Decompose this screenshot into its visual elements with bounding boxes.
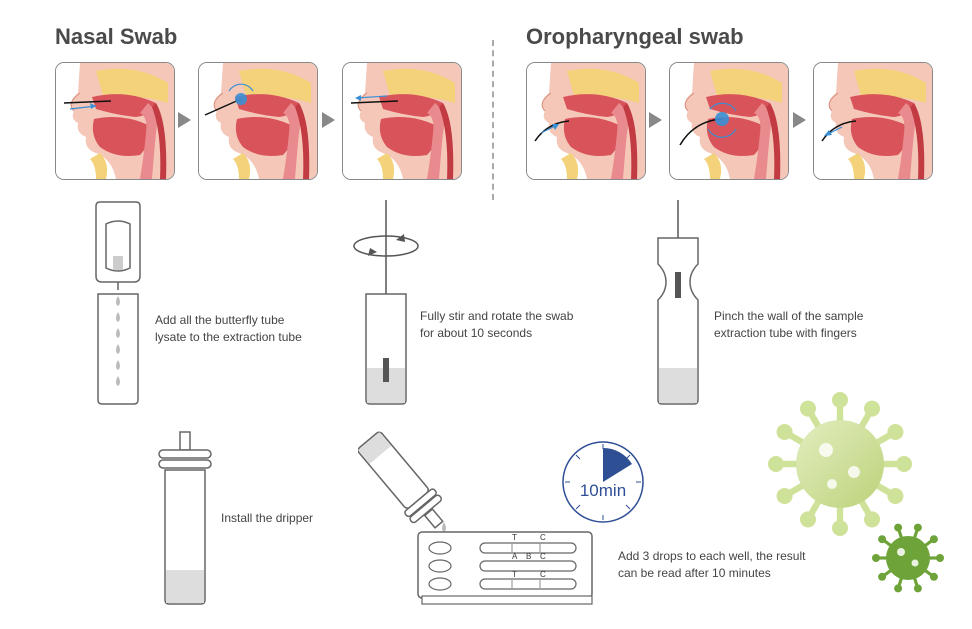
stir-swab-illustration xyxy=(353,200,419,405)
oro-step-1-illustration xyxy=(526,62,646,180)
step-arrow-icon xyxy=(322,112,335,128)
virus-icon xyxy=(872,523,944,593)
cassette-label-t3: T xyxy=(512,570,517,579)
test-cassette-illustration: C T C B A C T xyxy=(417,531,593,605)
butterfly-tube-illustration xyxy=(95,201,141,405)
cassette-label-a2: A xyxy=(512,552,518,561)
dripper-caption: Install the dripper xyxy=(221,511,314,525)
pinch-tube-illustration xyxy=(657,200,699,405)
nasal-swab-heading: Nasal Swab xyxy=(55,24,178,49)
section-divider xyxy=(492,40,494,200)
nasal-step-3-illustration xyxy=(342,62,462,180)
cassette-label-c2: C xyxy=(540,552,546,561)
virus-icon xyxy=(768,392,912,536)
cassette-label-t1: T xyxy=(512,533,517,542)
oropharyngeal-swab-heading: Oropharyngeal swab xyxy=(526,24,744,49)
oro-step-3-illustration xyxy=(813,62,933,180)
result-caption: Add 3 drops to each well, the result can… xyxy=(618,549,806,580)
rotate-icon xyxy=(353,235,419,257)
step-arrow-icon xyxy=(649,112,662,128)
pinch-caption: Pinch the wall of the sample extraction … xyxy=(714,309,864,340)
cassette-label-c3: C xyxy=(540,570,546,579)
oro-step-2-illustration xyxy=(669,62,789,180)
dripping-tube-illustration xyxy=(358,431,446,532)
cassette-label-c1: C xyxy=(540,533,546,542)
nasal-step-1-illustration xyxy=(55,62,175,180)
dripper-tube-illustration xyxy=(158,431,212,605)
cassette-label-b2: B xyxy=(526,552,531,561)
step-arrow-icon xyxy=(793,112,806,128)
step-arrow-icon xyxy=(178,112,191,128)
stir-caption: Fully stir and rotate the swab for about… xyxy=(420,309,574,340)
timer-icon: 10min xyxy=(562,441,644,523)
timer-label: 10min xyxy=(580,481,626,500)
nasal-step-2-illustration xyxy=(198,62,318,180)
add-lysate-caption: Add all the butterfly tube lysate to the… xyxy=(155,313,302,344)
